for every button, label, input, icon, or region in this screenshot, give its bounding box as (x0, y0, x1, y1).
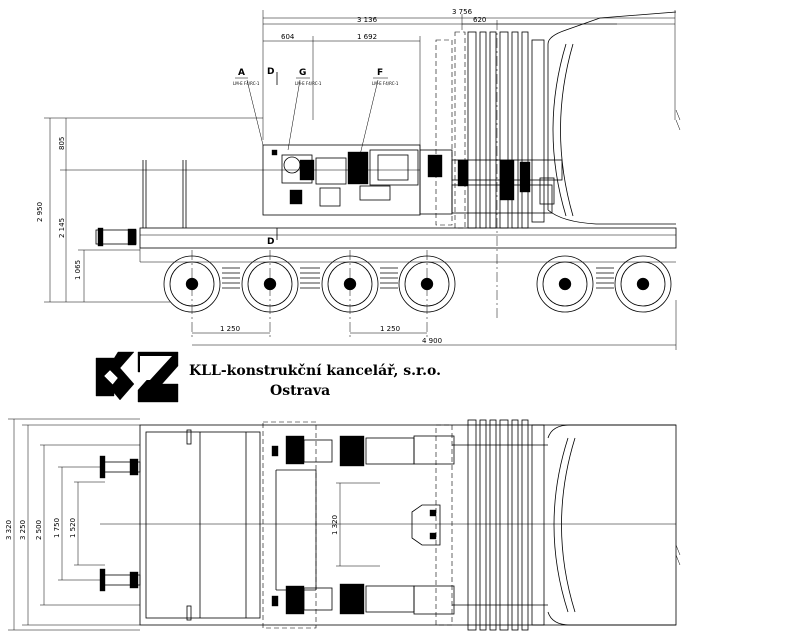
section-labels: A LM-E F4/RC-1 D G LM-E F4/RC-1 F LM-E F… (233, 67, 399, 247)
bottom-dimensions: 1 250 1 250 4 900 (192, 300, 677, 350)
drive-assembly (419, 149, 563, 215)
dim-3756: 3 756 (452, 8, 473, 16)
dim-1692: 1 692 (357, 33, 377, 41)
dim-620: 620 (473, 16, 486, 24)
wheel (163, 255, 221, 313)
top-plate-stack (435, 419, 548, 631)
section-label-d-lower: D (267, 237, 274, 247)
section-label-d: D (267, 67, 274, 77)
dim-3136: 3 136 (357, 16, 378, 24)
top-dimensions: 3 756 3 136 620 604 1 692 (262, 8, 676, 150)
section-sub-a: LM-E F4/RC-1 (233, 81, 260, 86)
machinery-box (262, 144, 421, 216)
wheel (614, 255, 672, 313)
plate-stack (435, 31, 545, 229)
dim-1750: 1 750 (53, 518, 61, 538)
wheel (398, 255, 456, 313)
dim-805: 805 (58, 137, 66, 150)
wheels (163, 255, 672, 313)
wheel (321, 255, 379, 313)
couplers (99, 455, 141, 592)
section-label-f: F (377, 68, 383, 78)
top-machinery-upper (271, 435, 455, 467)
side-view: 3 756 3 136 620 604 1 692 A LM-E F4/RC-1… (36, 8, 681, 350)
dim-3320: 3 320 (5, 520, 13, 540)
company-city: Ostrava (270, 383, 330, 399)
chassis (95, 160, 677, 263)
left-dimensions: 805 2 950 2 145 1 065 (36, 117, 263, 303)
top-machinery-lower (271, 583, 455, 615)
section-label-a: A (238, 68, 245, 78)
dim-1320: 1 320 (331, 515, 339, 535)
dim-2500: 2 500 (35, 520, 43, 540)
wheel (241, 255, 299, 313)
company-name: KLL-konstrukční kancelář, s.r.o. (189, 363, 441, 379)
wheel (536, 255, 594, 313)
top-view: 3 320 3 250 2 500 1 750 1 520 (5, 418, 681, 631)
section-sub-g: LM-E F4/RC-1 (295, 81, 322, 86)
tank-shell (547, 11, 681, 225)
dim-4900: 4 900 (422, 337, 442, 345)
dim-1250-b: 1 250 (380, 325, 400, 333)
dim-2950: 2 950 (36, 202, 44, 222)
dim-1520: 1 520 (69, 518, 77, 538)
company-logo (95, 351, 179, 403)
dim-3250: 3 250 (19, 520, 27, 540)
dim-604: 604 (281, 33, 295, 41)
dim-2145: 2 145 (58, 218, 66, 238)
top-view-left-dimensions: 3 320 3 250 2 500 1 750 1 520 (5, 418, 140, 631)
section-label-g: G (299, 68, 306, 78)
dim-1065: 1 065 (74, 260, 82, 280)
dim-1250-a: 1 250 (220, 325, 240, 333)
section-sub-f: LM-E F4/RC-1 (372, 81, 399, 86)
